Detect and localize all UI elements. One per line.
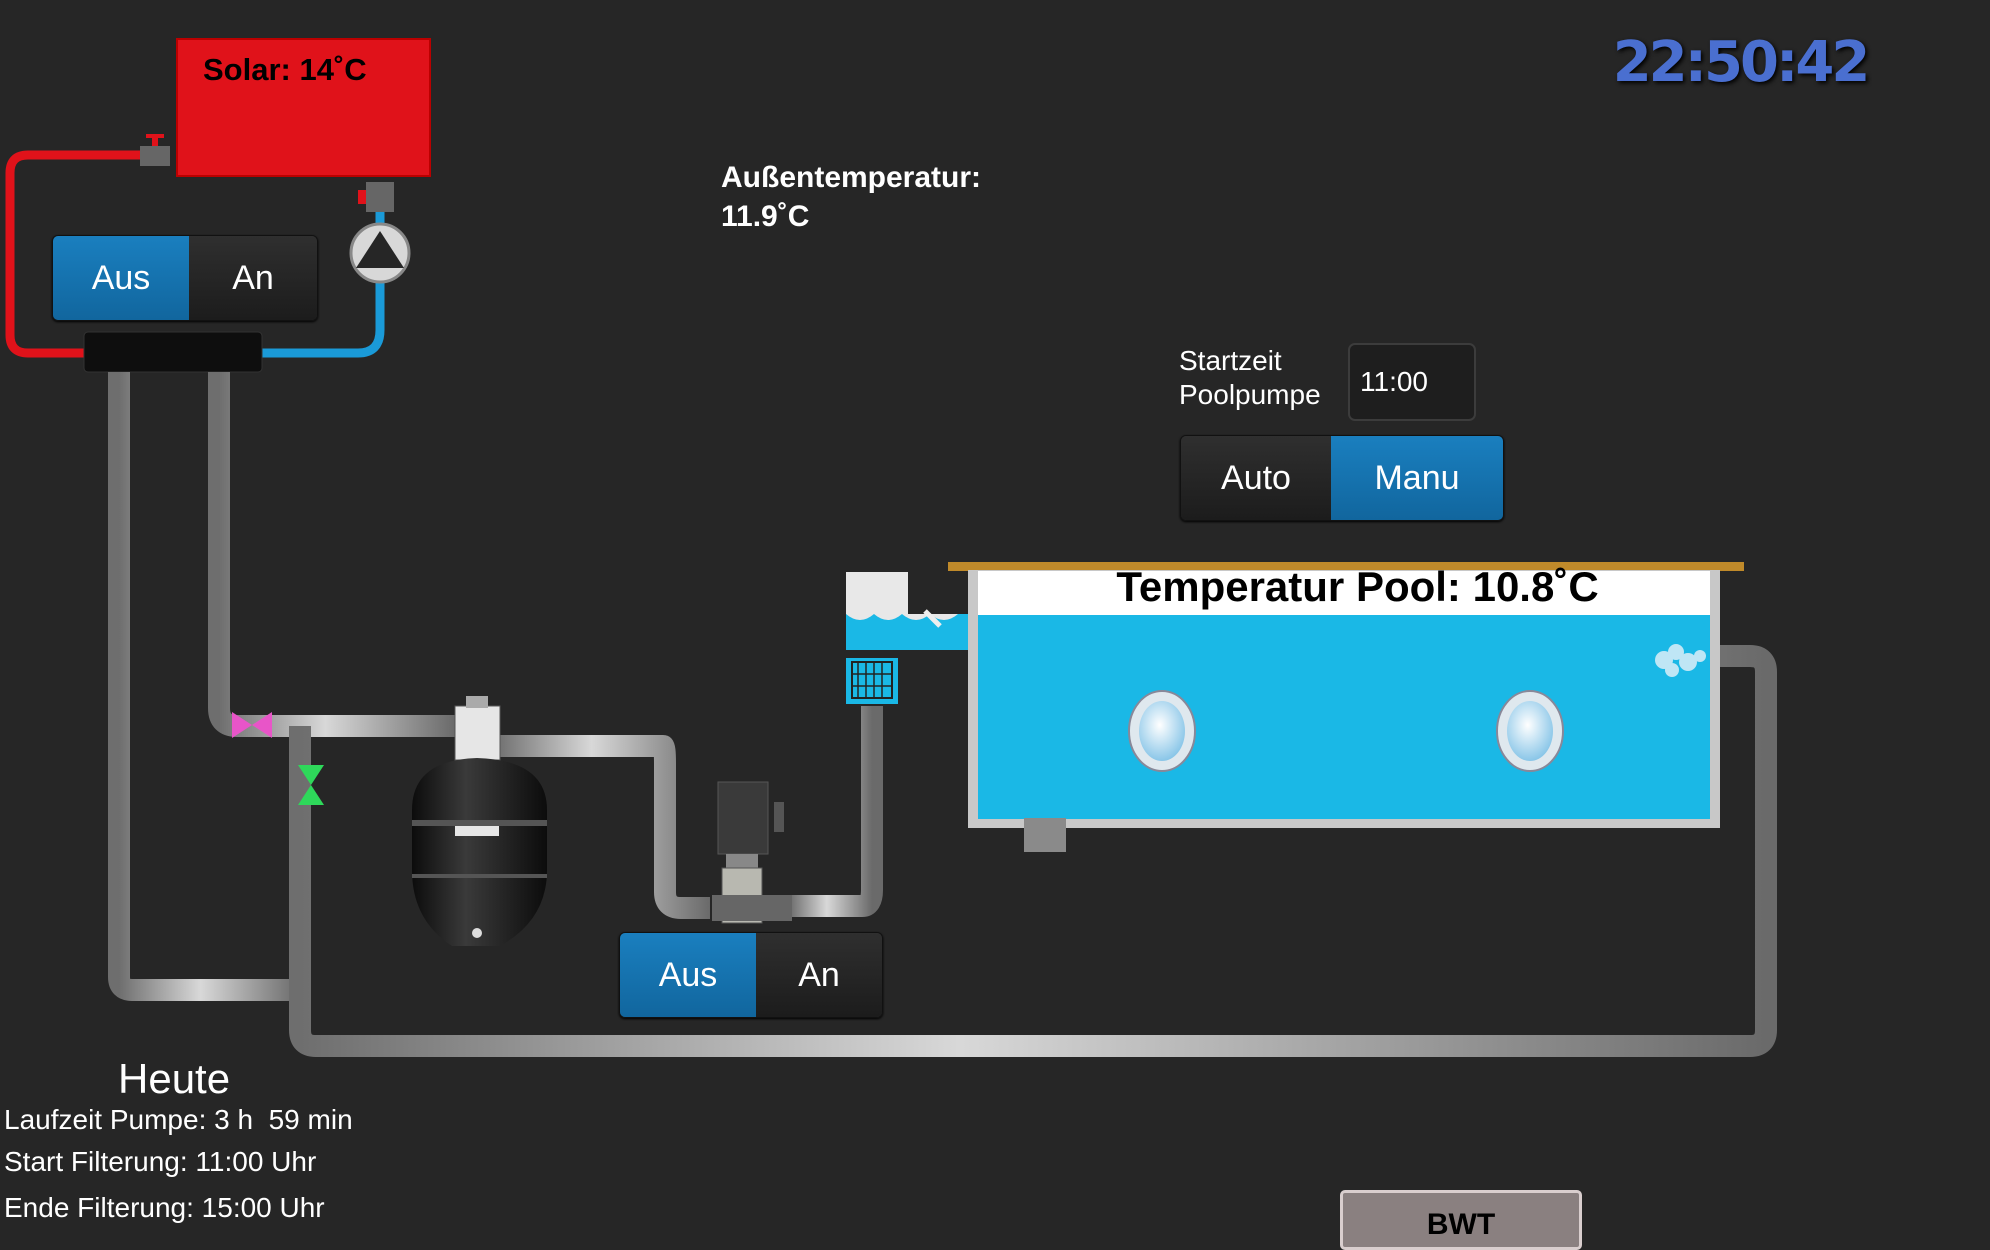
mode-switch: Auto Manu [1180, 435, 1504, 521]
pool-pump-icon [712, 781, 792, 924]
solar-pump-off-button[interactable]: Aus [53, 236, 189, 320]
pool-light-icon [1496, 690, 1564, 772]
pool-light-icon [1128, 690, 1196, 772]
solar-pump-on-button[interactable]: An [189, 236, 317, 320]
bwt-button[interactable]: BWT [1340, 1190, 1582, 1250]
pool-temperature: Temperatur Pool: 10.8˚C [1116, 563, 1599, 610]
clock: 22:50:42 [1612, 30, 1871, 95]
filter-end: Ende Filterung: 15:00 Uhr [4, 1192, 325, 1223]
strainer-basket-icon [846, 658, 898, 704]
filter-start: Start Filterung: 11:00 Uhr [4, 1146, 317, 1177]
solar-return-valve-icon [358, 182, 394, 212]
outside-temperature-label: Außentemperatur: [721, 161, 982, 194]
auto-mode-button[interactable]: Auto [1181, 436, 1331, 520]
skimmer-icon [846, 572, 980, 650]
pool-pump-start-label: Startzeit Poolpumpe [1179, 344, 1321, 412]
sand-filter-icon [412, 696, 547, 946]
pool-pump-start-label-line2: Poolpumpe [1179, 379, 1321, 410]
pump-runtime: Laufzeit Pumpe: 3 h 59 min [4, 1104, 353, 1135]
manual-mode-button[interactable]: Manu [1331, 436, 1503, 520]
today-heading: Heute [118, 1055, 231, 1102]
solar-pump-switch: Aus An [52, 235, 318, 321]
heat-exchanger [83, 331, 263, 373]
solar-cold-pipe [262, 188, 385, 358]
solar-hot-pipe [5, 150, 140, 358]
inlet-nozzle-icon [1655, 644, 1706, 677]
outside-temperature: Außentemperatur: 11.9˚C [721, 158, 981, 236]
pool-pump-on-button[interactable]: An [756, 933, 882, 1017]
outside-temperature-value: 11.9˚C [721, 200, 810, 233]
pool-pump-off-button[interactable]: Aus [620, 933, 756, 1017]
pool-pump-start-label-line1: Startzeit [1179, 345, 1282, 376]
pool-pump-switch: Aus An [619, 932, 883, 1018]
inlet-valve-icon [298, 765, 324, 805]
solar-valve-icon [140, 134, 170, 166]
solar-panel [176, 38, 431, 177]
solar-pump-icon [349, 222, 411, 284]
pool-pump-start-time-input[interactable] [1348, 343, 1476, 421]
bypass-valve-icon [232, 712, 272, 738]
pool-basin [948, 562, 1744, 852]
solar-temperature: Solar: 14˚C [203, 52, 367, 87]
